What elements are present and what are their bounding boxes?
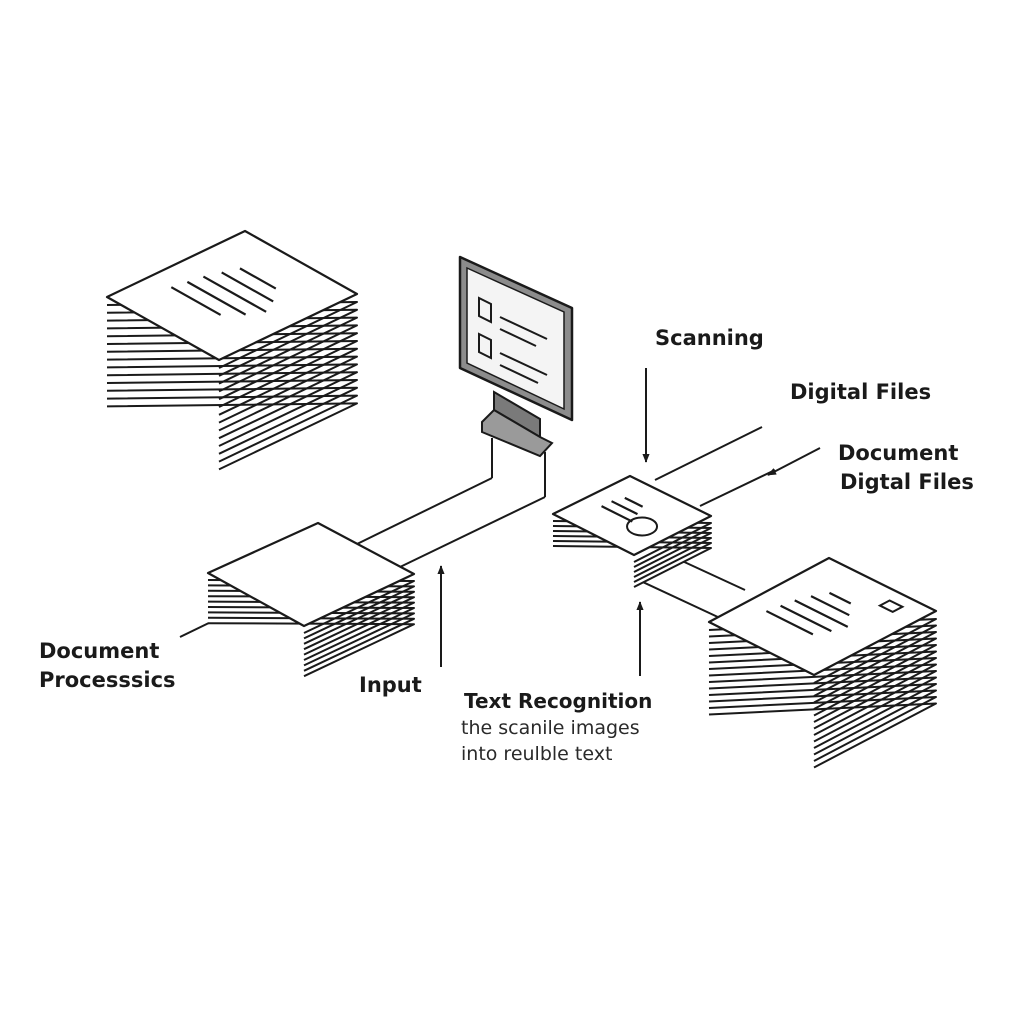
text-recognition-line1: the scanile images <box>461 717 640 739</box>
monitor-icon <box>458 255 574 458</box>
scanning-label: Scanning <box>655 326 764 350</box>
connector-lines <box>179 426 776 638</box>
arrows <box>437 368 821 676</box>
connector-line <box>631 576 721 619</box>
document-stack-icon <box>551 474 713 588</box>
text-recognition-title: Text Recognition <box>464 689 653 713</box>
document-processes-label-line1: Document <box>39 639 160 663</box>
input-label: Input <box>359 673 422 697</box>
document-stack-icon <box>105 229 359 471</box>
document-stacks <box>105 229 938 769</box>
connector-line <box>354 477 493 546</box>
connector-line <box>679 559 746 591</box>
text-recognition-line2: into reulble text <box>461 743 613 765</box>
connector-line <box>399 496 546 568</box>
arrow-icon <box>767 447 821 476</box>
document-digital-files-label-line1: Document <box>838 441 959 465</box>
connector-line <box>654 426 763 481</box>
document-stack-icon <box>206 521 416 678</box>
digital-files-label: Digital Files <box>790 380 932 404</box>
document-stack-icon <box>707 556 938 769</box>
document-digital-files-label-line2: Digtal Files <box>840 470 974 494</box>
connector-line <box>699 469 776 507</box>
document-processes-label-line2: Processsics <box>39 668 176 692</box>
